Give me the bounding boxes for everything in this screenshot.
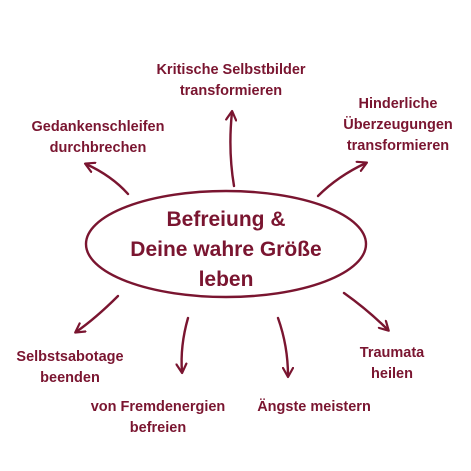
branch-label-fremdenergien: von Fremdenergien befreien [90, 399, 226, 436]
arrow-kritische-selbstbilder [230, 112, 234, 188]
arrow-hinderliche-ueberzeugungen [316, 163, 366, 198]
center-title-line1: Befreiung & [166, 208, 286, 231]
branch-label-hinderliche-ueberzeugungen: Hinderliche Überzeugungen transformieren [343, 96, 453, 154]
branch-label-traumata: Traumata heilen [359, 345, 425, 382]
arrow-aengste [276, 316, 288, 376]
branch-label-aengste: Ängste meistern [257, 399, 371, 415]
arrow-traumata [342, 291, 388, 330]
branch-label-gedankenschleifen: Gedankenschleifen durchbrechen [31, 119, 165, 156]
center-ellipse [84, 189, 368, 299]
arrow-selbstsabotage [76, 294, 120, 332]
branch-label-selbstsabotage: Selbstsabotage beenden [16, 349, 124, 386]
arrow-gedankenschleifen [86, 164, 130, 196]
center-title-line2: Deine wahre Größe leben [130, 238, 322, 291]
arrow-fremdenergien [182, 316, 190, 372]
branch-label-kritische-selbstbilder: Kritische Selbstbilder transformieren [156, 62, 306, 99]
center-title: Befreiung & Deine wahre Größe leben [104, 205, 349, 295]
